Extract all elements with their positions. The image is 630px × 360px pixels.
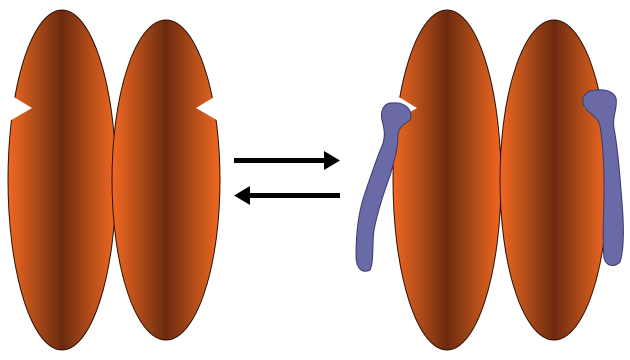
complex-unbound <box>8 10 220 350</box>
reverse-arrow <box>234 186 340 205</box>
equilibrium-arrows <box>234 151 340 205</box>
subunit-right-unbound <box>112 20 220 340</box>
complex-bound <box>356 10 623 350</box>
subunit-right-bound <box>500 20 608 340</box>
forward-arrow <box>234 151 340 170</box>
subunit-left-unbound <box>8 10 116 350</box>
subunit-left-bound <box>393 10 501 350</box>
